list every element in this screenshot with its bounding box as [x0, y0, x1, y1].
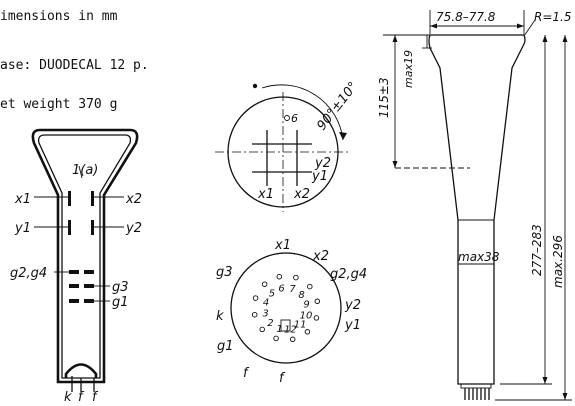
pin-hole-2	[259, 326, 265, 333]
length-range-label: 277–283	[530, 224, 544, 276]
y2-label: y2	[125, 221, 142, 236]
y1-label: y1	[14, 221, 31, 236]
y1-plate	[68, 220, 71, 235]
base-g2g4-label: g2,g4	[330, 267, 367, 282]
pin-number-7: 7	[289, 284, 296, 295]
pin-number-9: 9	[303, 300, 309, 311]
screen-x1-label: x1	[257, 187, 274, 202]
leader-top	[78, 165, 83, 179]
g3-label: g3	[112, 280, 129, 295]
pin6-label: 6	[291, 112, 298, 125]
pin-number-4: 4	[263, 298, 269, 309]
base-f-label-1: f	[243, 366, 250, 381]
base-y2-label: y2	[344, 298, 361, 313]
weight-note: et weight 370 g	[0, 97, 118, 112]
pin-number-12: 12	[284, 325, 297, 336]
pin-number-3: 3	[262, 308, 268, 319]
g2g4-label: g2,g4	[10, 266, 47, 281]
base-y1-label: y1	[344, 318, 361, 333]
pin-number-6: 6	[278, 284, 284, 295]
radius-label: R=1.5	[534, 10, 571, 24]
base-circle	[230, 252, 342, 364]
pin6-hole	[284, 115, 290, 121]
base-x2-label: x2	[312, 249, 329, 264]
base-x1-label: x1	[274, 238, 291, 253]
dimensions-note: imensions in mm	[0, 9, 118, 24]
base-note: ase: DUODECAL 12 p.	[0, 58, 149, 73]
x2-plate	[91, 191, 94, 206]
screen-reference-dot	[252, 83, 258, 89]
screen-y2-label: y2	[314, 156, 331, 171]
pin-hole-1	[273, 335, 279, 342]
pin-hole-11	[304, 329, 311, 335]
cathode-shield	[64, 363, 98, 378]
pin-hole-5	[261, 281, 268, 287]
pin-hole-9	[314, 298, 321, 305]
screen-view: 6 90°±10° y2 y1 x1 x2	[215, 79, 361, 212]
x2-label: x2	[125, 192, 142, 207]
k-label: k	[64, 390, 72, 405]
pin-hole-3	[251, 311, 258, 318]
tube-profile	[428, 34, 526, 385]
rotation-arc	[261, 84, 344, 141]
pin-hole-6	[276, 273, 283, 280]
bulb-outline-inner	[37, 134, 132, 379]
top-width-label: 75.8–77.8	[436, 10, 496, 24]
pin-number-2: 2	[267, 318, 273, 329]
g2g4-electrode-right	[84, 270, 94, 274]
screen-y1-label: y1	[311, 169, 328, 184]
g2g4-electrode-left	[69, 270, 79, 274]
g1-electrode-right	[84, 299, 94, 303]
base-g1-label: g1	[217, 339, 234, 354]
base-pins	[464, 388, 490, 400]
x1-plate	[68, 191, 71, 206]
pin-hole-10	[313, 315, 320, 321]
angle-label: 90°±10°	[314, 79, 361, 133]
max-length-label: max.296	[551, 235, 565, 288]
cone-length-label: 115±3	[377, 77, 391, 118]
x1-label: x1	[14, 192, 31, 207]
rotation-arrowhead	[339, 132, 347, 140]
top-electrode-label: 1(a)	[72, 163, 98, 178]
base-g3-label: g3	[216, 265, 233, 280]
electrode-diagram: 1(a) x1 x2 y1 y2 g2,g4 g3 g1 k f f	[10, 128, 142, 405]
radius-leader	[523, 19, 536, 37]
pin-hole-8	[307, 283, 313, 290]
g1-electrode-left	[69, 299, 79, 303]
f-label-1: f	[78, 390, 85, 405]
base-key	[280, 319, 291, 332]
pin-number-8: 8	[298, 290, 304, 301]
f-label-2: f	[92, 390, 99, 405]
pin-hole-4	[252, 295, 259, 301]
pin-hole-12	[289, 336, 296, 343]
neck-width-label: max38	[458, 250, 500, 264]
bulb-outline-outer	[31, 128, 139, 384]
base-cap	[460, 383, 492, 389]
base-k-label: k	[216, 309, 224, 324]
base-f-label-2: f	[279, 371, 286, 386]
g1-label: g1	[112, 295, 129, 310]
pin-number-5: 5	[269, 288, 275, 299]
y2-plate	[91, 220, 94, 235]
pin-number-11: 11	[294, 320, 307, 331]
screen-x2-label: x2	[293, 187, 310, 202]
tube-outline: 75.8–77.8 R=1.5 max19 115±3 max38 277–28…	[377, 10, 572, 401]
pin-number-10: 10	[300, 311, 313, 322]
pin-number-1: 1	[276, 324, 282, 335]
pin-hole-7	[293, 274, 299, 281]
g3-electrode-right	[84, 284, 94, 288]
g3-electrode-left	[69, 284, 79, 288]
max19-label: max19	[402, 50, 415, 88]
pin-holes	[251, 273, 321, 343]
